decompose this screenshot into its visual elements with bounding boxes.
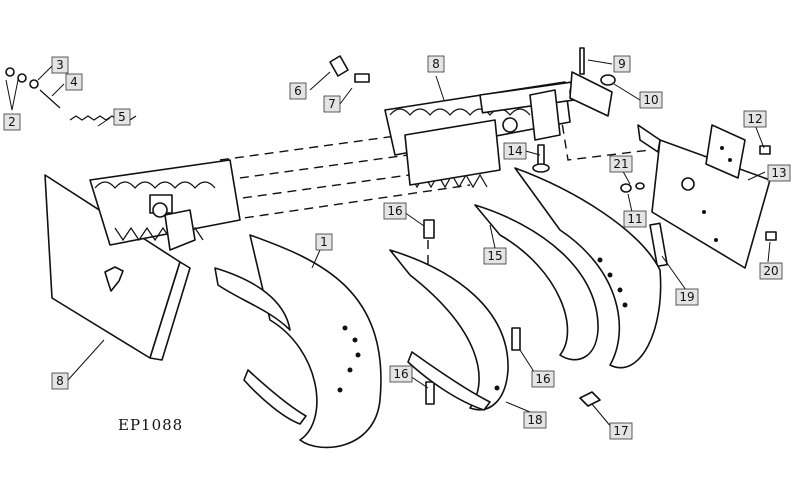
callout-14-label: 14	[507, 144, 522, 158]
figure-code: EP1088	[118, 416, 183, 434]
callout-10-label: 10	[643, 93, 658, 107]
callout-16-lower-left-label: 16	[393, 367, 408, 381]
right-mounting-plate	[637, 124, 771, 269]
callout-9-label: 9	[618, 57, 626, 71]
callout-15-label: 15	[487, 249, 502, 263]
callout-3: 3	[51, 56, 69, 74]
callout-2: 2	[3, 113, 21, 131]
callout-4: 4	[65, 73, 83, 91]
callout-21: 21	[609, 155, 633, 173]
callout-7-label: 7	[328, 97, 336, 111]
callout-17-label: 17	[613, 424, 628, 438]
fasteners	[5, 55, 777, 407]
callout-11: 11	[623, 210, 647, 228]
callout-9: 9	[613, 55, 631, 73]
callout-16-lower-right: 16	[531, 370, 555, 388]
callout-3-label: 3	[56, 58, 64, 72]
callout-6-label: 6	[294, 84, 302, 98]
callout-11-label: 11	[627, 212, 642, 226]
callout-17: 17	[609, 422, 633, 440]
callout-16-lower-right-label: 16	[535, 372, 550, 386]
callout-8-bottom-label: 8	[56, 374, 64, 388]
callout-18-label: 18	[527, 413, 542, 427]
callout-5: 5	[113, 108, 131, 126]
callout-2-label: 2	[8, 115, 16, 129]
callout-13-label: 13	[771, 166, 786, 180]
callout-14: 14	[503, 142, 527, 160]
callout-4-label: 4	[70, 75, 78, 89]
callout-1-label: 1	[320, 235, 328, 249]
callout-8-bottom: 8	[51, 372, 69, 390]
callout-12: 12	[743, 110, 767, 128]
curved-shields	[214, 167, 662, 449]
callout-8-top-label: 8	[432, 57, 440, 71]
callout-5-label: 5	[118, 110, 126, 124]
callout-6: 6	[289, 82, 307, 100]
upper-right-bracket	[569, 47, 616, 117]
callout-20-label: 20	[763, 264, 778, 278]
callout-15: 15	[483, 247, 507, 265]
callout-20: 20	[759, 262, 783, 280]
callout-21-label: 21	[613, 157, 628, 171]
callout-1: 1	[315, 233, 333, 251]
callout-19: 19	[675, 288, 699, 306]
callout-7: 7	[323, 95, 341, 113]
callout-18: 18	[523, 411, 547, 429]
callout-10: 10	[639, 91, 663, 109]
callout-8-top: 8	[427, 55, 445, 73]
callout-12-label: 12	[747, 112, 762, 126]
callout-19-label: 19	[679, 290, 694, 304]
left-chain-assembly	[89, 159, 241, 251]
center-chain-bar	[384, 80, 587, 189]
callout-16-upper-label: 16	[387, 204, 402, 218]
callout-16-upper: 16	[383, 202, 407, 220]
callout-13: 13	[767, 164, 791, 182]
callout-16-lower-left: 16	[389, 365, 413, 383]
